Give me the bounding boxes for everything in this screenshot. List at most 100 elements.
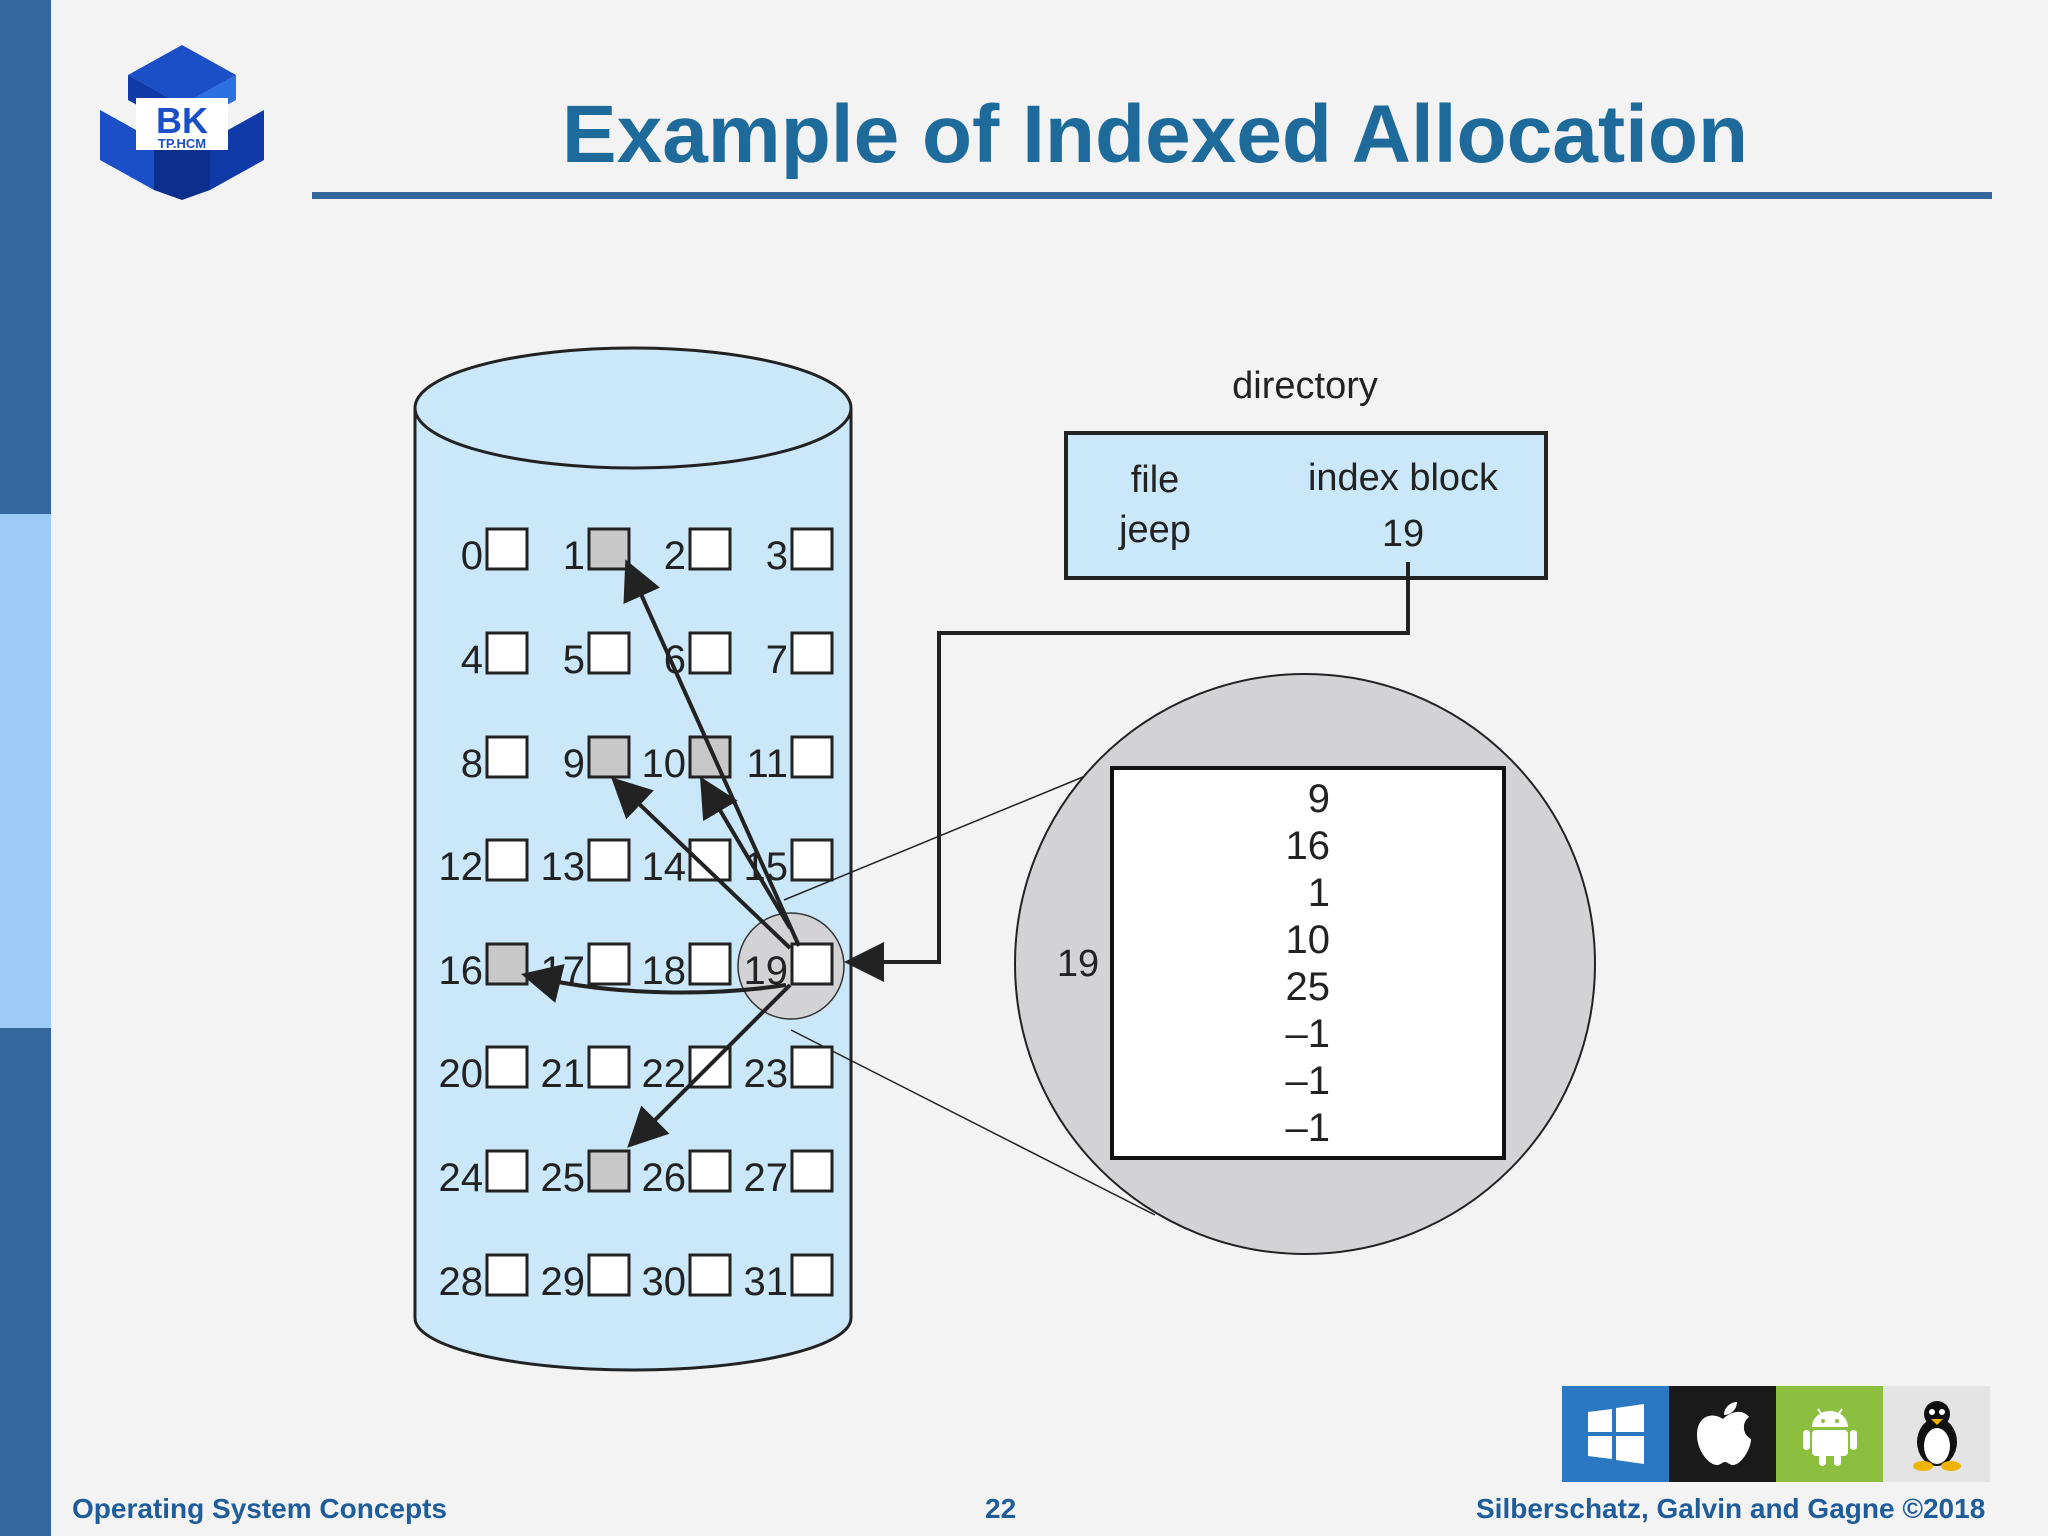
side-bar-middle: [0, 514, 51, 1028]
block-number-label: 9: [563, 742, 585, 786]
free-disk-block: [485, 838, 529, 882]
index-block-table: [1110, 766, 1506, 1160]
block-number-label: 12: [439, 845, 484, 889]
title-underline: [312, 192, 1992, 199]
arrow-to-block-1: [623, 559, 801, 947]
block-number-label: 0: [461, 534, 483, 578]
directory-index-value: 19: [1382, 513, 1424, 555]
block-number-label: 29: [541, 1260, 586, 1304]
free-disk-block: [485, 631, 529, 675]
directory-label: directory: [1232, 365, 1378, 407]
index-entry: –1: [1286, 1012, 1331, 1056]
arrow-to-block-10: [699, 776, 792, 930]
free-disk-block: [587, 631, 631, 675]
free-disk-block: [790, 1149, 834, 1193]
block-number-label: 30: [642, 1260, 687, 1304]
logo-plate: [136, 98, 228, 150]
index-entry: –1: [1286, 1106, 1331, 1150]
free-disk-block: [688, 631, 732, 675]
arrow-to-block-9: [611, 777, 792, 950]
block-number-label: 21: [541, 1052, 586, 1096]
free-disk-block: [587, 1253, 631, 1297]
apple-icon: [1669, 1386, 1776, 1482]
directory-pointer-arrow: [844, 562, 1410, 982]
free-disk-block: [485, 1045, 529, 1089]
block-number-label: 14: [642, 845, 687, 889]
block-number-label: 23: [744, 1052, 789, 1096]
footer-authors: Silberschatz, Galvin and Gagne ©2018: [1476, 1493, 1986, 1524]
block-number-label: 4: [461, 638, 483, 682]
logo-bottom-face: [154, 140, 210, 200]
block-number-label: 24: [439, 1156, 484, 1200]
block-number-label: 10: [642, 742, 687, 786]
footer-page-number: 22: [985, 1493, 1017, 1524]
block-number-label: 22: [642, 1052, 687, 1096]
zoom-block-label: 19: [1057, 943, 1099, 985]
block-number-label: 20: [439, 1052, 484, 1096]
android-icon: [1776, 1386, 1883, 1482]
side-bar-bottom: [0, 1028, 51, 1536]
free-disk-block: [688, 942, 732, 986]
allocated-disk-block: [587, 527, 631, 571]
free-disk-block: [790, 1045, 834, 1089]
directory-box: [1064, 431, 1548, 580]
windows-icon: [1562, 1386, 1669, 1482]
block-number-label: 11: [746, 742, 788, 786]
block-number-label: 31: [744, 1260, 789, 1304]
free-disk-block: [587, 942, 631, 986]
block-number-label: 1: [563, 534, 585, 578]
free-disk-block: [790, 735, 834, 779]
footer-course-title: Operating System Concepts: [72, 1493, 447, 1524]
pointer-arrows: [521, 559, 801, 1148]
linux-icon: [1883, 1386, 1990, 1482]
logo-right-face: [210, 110, 264, 190]
free-disk-block: [790, 631, 834, 675]
block-number-label: 18: [642, 949, 687, 993]
allocated-disk-block: [587, 1149, 631, 1193]
directory: directory file index block jeep 19: [1064, 365, 1548, 580]
directory-column-index: index block: [1308, 457, 1499, 499]
block-number-label: 25: [541, 1156, 586, 1200]
free-disk-block: [688, 1149, 732, 1193]
free-disk-block: [790, 527, 834, 571]
block-number-label: 2: [664, 534, 686, 578]
block-number-label: 5: [563, 638, 585, 682]
arrow-to-block-25: [627, 983, 792, 1148]
block-number-label: 6: [664, 638, 686, 682]
free-disk-block: [485, 1149, 529, 1193]
block-number-label: 13: [541, 845, 586, 889]
block-number-label: 27: [744, 1156, 789, 1200]
block-number-label: 28: [439, 1260, 484, 1304]
allocated-disk-block: [485, 942, 529, 986]
directory-column-file: file: [1131, 459, 1180, 501]
block-number-label: 3: [766, 534, 788, 578]
os-logos: [1562, 1386, 1992, 1482]
logo-left-face: [100, 110, 154, 190]
free-disk-block: [688, 527, 732, 571]
free-disk-block: [790, 942, 834, 986]
free-disk-block: [485, 1253, 529, 1297]
block-number-label: 7: [766, 638, 788, 682]
free-disk-block: [790, 1253, 834, 1297]
index-entry: 25: [1286, 965, 1331, 1009]
slide-title: Example of Indexed Allocation: [561, 89, 1749, 180]
free-disk-block: [688, 1253, 732, 1297]
free-disk-block: [485, 527, 529, 571]
index-entry: 10: [1286, 918, 1331, 962]
index-entry: 1: [1308, 871, 1330, 915]
index-entry: –1: [1286, 1059, 1331, 1103]
free-disk-block: [485, 735, 529, 779]
arrow-to-block-16: [521, 964, 787, 1003]
block-number-label: 8: [461, 742, 483, 786]
directory-file-name: jeep: [1118, 509, 1191, 551]
index-entry: 9: [1308, 777, 1330, 821]
index-entry: 16: [1286, 824, 1331, 868]
block-number-label: 26: [642, 1156, 687, 1200]
free-disk-block: [587, 1045, 631, 1089]
cylinder-top: [413, 346, 853, 470]
side-bar-top: [0, 0, 51, 514]
